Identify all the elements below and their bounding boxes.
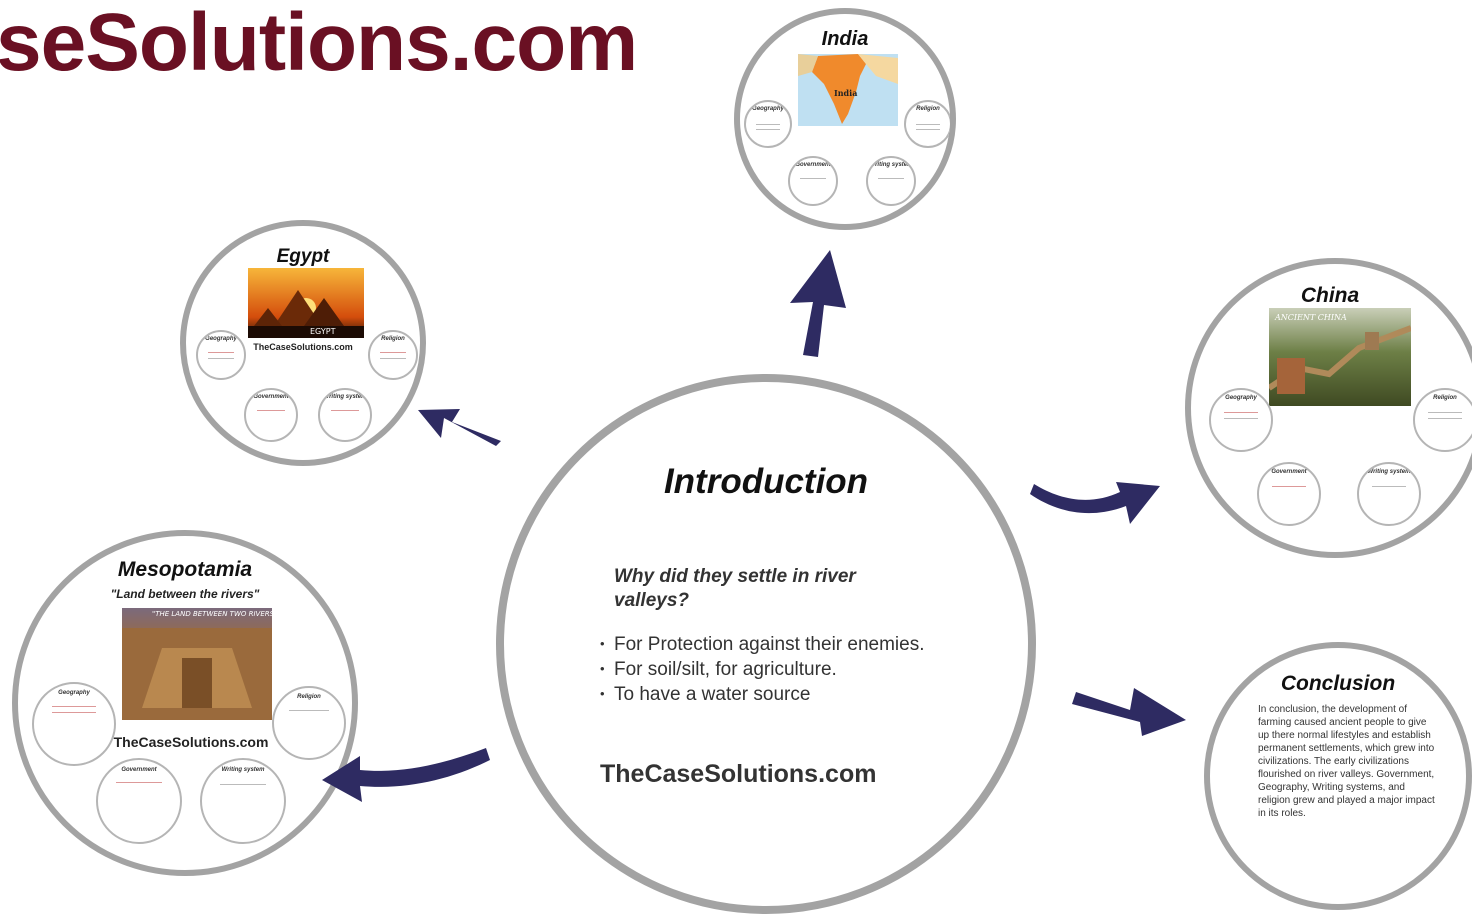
india-circle[interactable]: India India Geography Religion Governmen…: [734, 8, 956, 230]
brand-logo-text: seSolutions.com: [0, 0, 638, 88]
egypt-government-node[interactable]: Government: [244, 388, 298, 442]
mesopotamia-ziggurat-image: "THE LAND BETWEEN TWO RIVERS": [122, 608, 272, 720]
egypt-title: Egypt: [276, 246, 330, 267]
bullet-item: To have a water source: [600, 682, 925, 707]
mesopotamia-religion-node[interactable]: Religion: [272, 686, 346, 760]
egypt-writing-node[interactable]: Writing system: [318, 388, 372, 442]
mesopotamia-caption: TheCaseSolutions.com: [113, 734, 269, 750]
mesopotamia-subtitle: "Land between the rivers": [110, 587, 260, 601]
india-map-label: India: [834, 88, 857, 98]
conclusion-circle[interactable]: Conclusion In conclusion, the developmen…: [1204, 642, 1472, 910]
egypt-image-label: EGYPT: [310, 327, 336, 336]
arrow-to-egypt: [418, 409, 501, 446]
bullet-item: For Protection against their enemies.: [600, 632, 925, 657]
egypt-caption: TheCaseSolutions.com: [253, 342, 353, 352]
mesopotamia-title: Mesopotamia: [117, 558, 253, 581]
introduction-title: Introduction: [663, 462, 869, 501]
mesopotamia-circle[interactable]: Mesopotamia "Land between the rivers" "T…: [12, 530, 358, 876]
china-geography-node[interactable]: Geography: [1209, 388, 1273, 452]
china-great-wall-image: ANCIENT CHINA: [1269, 308, 1411, 406]
india-geography-node[interactable]: Geography: [744, 100, 792, 148]
india-religion-node[interactable]: Religion: [904, 100, 950, 148]
india-writing-node[interactable]: Writing system: [866, 156, 916, 206]
conclusion-title: Conclusion: [1280, 672, 1396, 695]
mesopotamia-geography-node[interactable]: Geography: [32, 682, 116, 766]
introduction-question: Why did they settle in river valleys?: [614, 566, 856, 611]
conclusion-text: In conclusion, the development of farmin…: [1258, 704, 1435, 819]
introduction-site-text: TheCaseSolutions.com: [600, 760, 877, 788]
introduction-circle[interactable]: Introduction Why did they settle in rive…: [496, 374, 1036, 914]
arrow-to-china: [1030, 482, 1160, 524]
egypt-geography-node[interactable]: Geography: [196, 330, 246, 380]
mesopotamia-government-node[interactable]: Government: [96, 758, 182, 844]
egypt-pyramids-image: EGYPT: [248, 268, 364, 338]
china-circle[interactable]: China ANCIENT CHINA Geography Religion G…: [1185, 258, 1472, 558]
india-title: India: [821, 28, 869, 50]
bullet-item: For soil/silt, for agriculture.: [600, 657, 925, 682]
india-map-image: India: [798, 54, 898, 126]
egypt-religion-node[interactable]: Religion: [368, 330, 418, 380]
china-religion-node[interactable]: Religion: [1413, 388, 1472, 452]
china-government-node[interactable]: Government: [1257, 462, 1321, 526]
india-government-node[interactable]: Government: [788, 156, 838, 206]
china-title: China: [1300, 284, 1360, 307]
arrow-to-india: [790, 250, 846, 357]
introduction-bullet-list: For Protection against their enemies. Fo…: [600, 632, 925, 707]
china-writing-node[interactable]: Writing system: [1357, 462, 1421, 526]
arrow-to-mesopotamia: [322, 748, 490, 802]
egypt-circle[interactable]: Egypt EGYPT TheCaseSolutions.com Geograp…: [180, 220, 426, 466]
mesopotamia-writing-node[interactable]: Writing system: [200, 758, 286, 844]
mesopotamia-image-label: "THE LAND BETWEEN TWO RIVERS": [152, 610, 272, 618]
china-image-label: ANCIENT CHINA: [1274, 313, 1347, 322]
arrow-to-conclusion: [1072, 688, 1186, 736]
